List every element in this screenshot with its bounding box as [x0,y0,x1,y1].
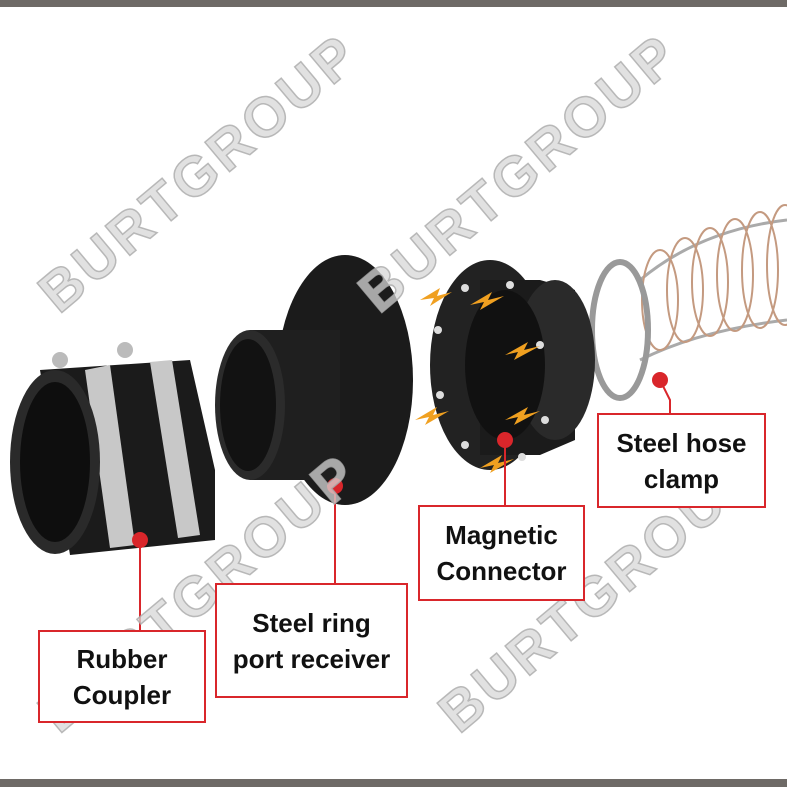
label-steel-ring-port-receiver: Steel ring port receiver [215,583,408,698]
top-strip [0,0,787,7]
label-text: Rubber Coupler [72,643,172,710]
steel-ring-port-receiver [215,255,413,505]
leader-lines [132,372,671,630]
label-text: Steel ring port receiver [232,607,391,674]
label-text: Steel hose clamp [616,427,747,494]
flexible-hose [639,204,787,362]
label-steel-hose-clamp: Steel hose clamp [597,413,766,508]
magnet-arrows [415,288,540,473]
label-rubber-coupler: Rubber Coupler [38,630,206,723]
bottom-strip [0,779,787,787]
rubber-coupler [10,342,215,555]
label-magnetic-connector: Magnetic Connector [418,505,585,601]
label-text: Magnetic Connector [436,520,567,586]
hose-clamp [589,259,651,401]
